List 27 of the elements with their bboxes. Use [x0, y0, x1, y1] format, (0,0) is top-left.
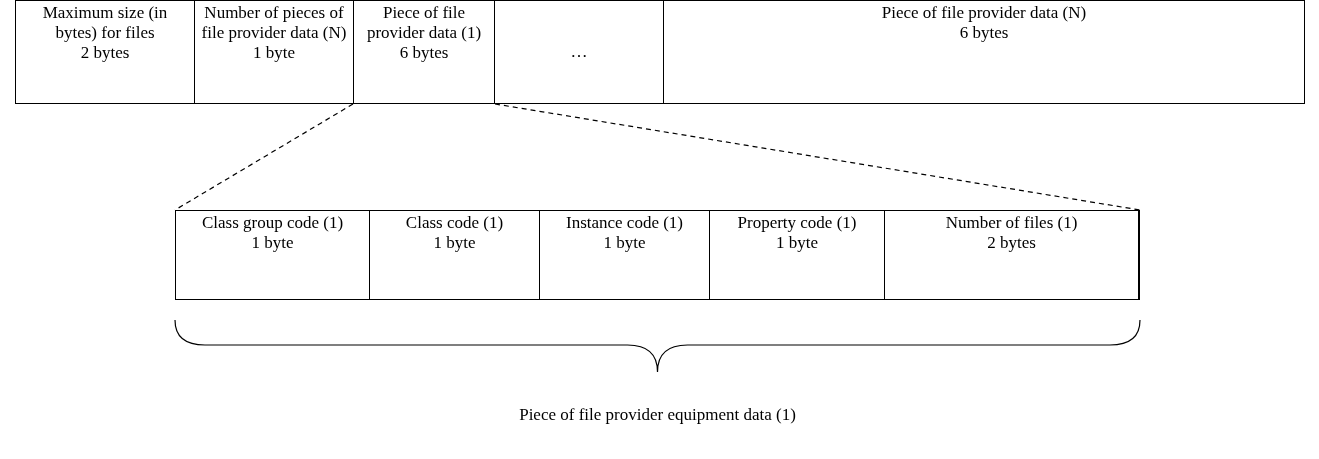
field-size: 1 byte	[253, 43, 295, 63]
field-size: 1 byte	[776, 232, 818, 253]
field-size: 1 byte	[433, 232, 476, 253]
table-cell	[494, 0, 664, 104]
field-name: Maximum size (in bytes) for files	[41, 3, 169, 43]
table-cell	[15, 0, 195, 104]
table-cell	[663, 0, 1305, 104]
field-size: 2 bytes	[987, 232, 1036, 253]
table-frame	[175, 210, 1140, 300]
table-cell	[353, 0, 495, 104]
field-size: 6 bytes	[399, 43, 449, 63]
brace-label: Piece of file provider equipment data (1)	[519, 405, 796, 424]
field-name: Number of files (1)	[945, 212, 1078, 233]
field-name: Number of pieces of file provider data (N)	[201, 3, 347, 43]
field-name: Property code (1)	[737, 212, 857, 233]
field-name: …	[570, 42, 588, 62]
expansion-line	[494, 103, 1141, 211]
field-size: 1 byte	[603, 232, 646, 253]
field-size: 2 bytes	[80, 43, 130, 63]
field-name: Piece of file provider data (1)	[365, 3, 483, 43]
field-size: 6 bytes	[959, 23, 1009, 43]
field-name: Instance code (1)	[565, 212, 684, 233]
table-cell	[194, 0, 354, 104]
field-size: 1 byte	[251, 232, 294, 253]
field-name: Piece of file provider data (N)	[881, 3, 1087, 23]
field-name: Class code (1)	[405, 212, 504, 233]
field-name: Class group code (1)	[201, 212, 344, 233]
